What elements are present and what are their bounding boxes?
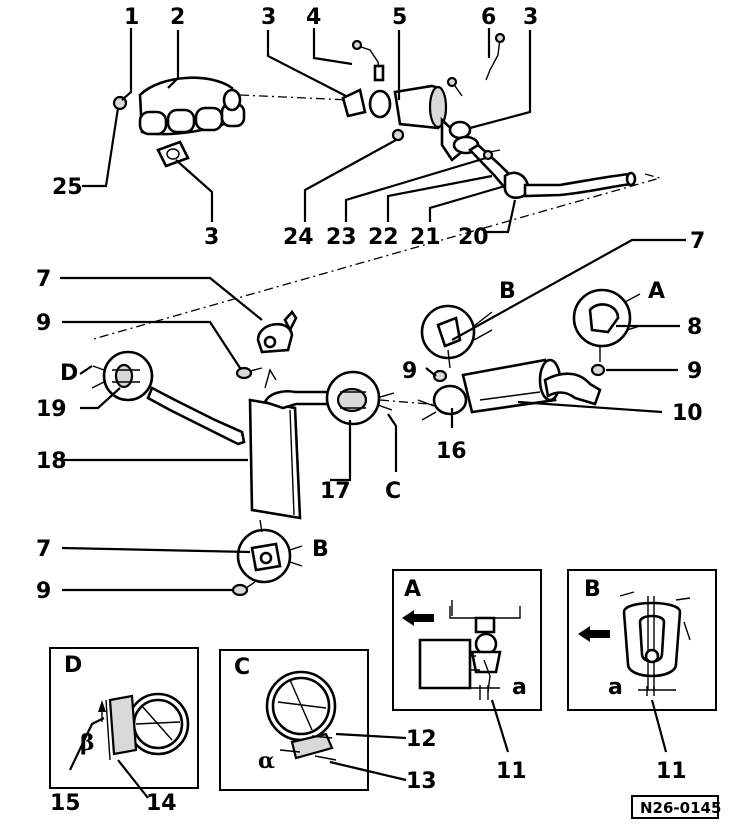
label-3-a: 3 [261, 5, 276, 30]
label-alpha: α [258, 748, 275, 774]
label-21: 21 [410, 225, 441, 250]
label-A-box: A [404, 577, 421, 602]
label-a-A: a [512, 675, 527, 700]
nut-23 [482, 149, 501, 161]
detail-B-box [567, 569, 717, 711]
bolt-9-front [235, 366, 263, 380]
hanger-7-right [420, 304, 493, 369]
part-labels: 1 2 3 4 5 6 3 25 3 24 23 22 21 20 7 9 D … [36, 5, 705, 816]
label-17: 17 [320, 479, 351, 504]
detail-A-box [392, 569, 542, 711]
label-13: 13 [406, 769, 437, 794]
hook-bracket [264, 368, 277, 389]
label-3-b: 3 [523, 5, 538, 30]
label-24: 24 [283, 225, 314, 250]
label-B-main: B [312, 537, 329, 562]
label-11-a: 11 [496, 759, 527, 784]
front-silencer-18 [248, 390, 332, 520]
rear-silencer-10 [417, 358, 602, 421]
label-3-c: 3 [204, 225, 219, 250]
label-23: 23 [326, 225, 357, 250]
hanger-8 [572, 288, 641, 362]
label-2: 2 [170, 5, 185, 30]
figure-code: N26-0145 [640, 799, 721, 817]
label-8: 8 [687, 315, 702, 340]
label-9-a: 9 [36, 311, 51, 336]
label-15: 15 [50, 791, 81, 816]
label-beta: β [80, 730, 95, 756]
oxygen-sensor-6 [485, 32, 506, 81]
exhaust-manifold [138, 76, 246, 136]
manifold-gasket [156, 140, 190, 168]
detail-D-box [49, 647, 199, 789]
label-18: 18 [36, 449, 67, 474]
leader-lines [60, 28, 686, 799]
label-5: 5 [392, 5, 407, 30]
label-a-B: a [608, 675, 623, 700]
bolt-small-top [446, 76, 463, 97]
label-A-top: A [648, 279, 665, 304]
label-9-b: 9 [402, 359, 417, 384]
label-9-d: 9 [36, 579, 51, 604]
label-7-b: 7 [690, 229, 705, 254]
label-1: 1 [124, 5, 139, 30]
gasket-24 [391, 128, 405, 142]
hanger-7-top [256, 309, 298, 354]
label-9-c: 9 [687, 359, 702, 384]
label-D-box: D [64, 653, 82, 678]
bolt-9-right-b [590, 363, 606, 377]
callout-D [91, 350, 154, 402]
front-pipe [448, 120, 637, 200]
label-C-main: C [385, 479, 401, 504]
label-12: 12 [406, 727, 437, 752]
label-6: 6 [481, 5, 496, 30]
clamp-17 [325, 370, 395, 426]
label-B-top: B [499, 279, 516, 304]
label-22: 22 [368, 225, 399, 250]
flange-gasket [341, 88, 367, 118]
bolt-9-right-a [432, 369, 448, 383]
label-B-box: B [584, 577, 601, 602]
label-14: 14 [146, 791, 177, 816]
label-4: 4 [306, 5, 321, 30]
hanger-7-bottom [236, 528, 303, 584]
figure-code-badge: N26-0145 [631, 795, 721, 819]
label-25: 25 [52, 175, 83, 200]
label-19: 19 [36, 397, 67, 422]
detail-C-box [219, 649, 369, 791]
bolt-9-bottom [231, 581, 256, 597]
label-7-c: 7 [36, 537, 51, 562]
label-16: 16 [436, 439, 467, 464]
catalytic-converter [368, 84, 466, 162]
label-10: 10 [672, 401, 703, 426]
label-C-box: C [234, 655, 250, 680]
label-7-a: 7 [36, 267, 51, 292]
label-20: 20 [458, 225, 489, 250]
label-D-main: D [60, 361, 78, 386]
label-11-b: 11 [656, 759, 687, 784]
oxygen-sensor-4 [351, 39, 385, 82]
